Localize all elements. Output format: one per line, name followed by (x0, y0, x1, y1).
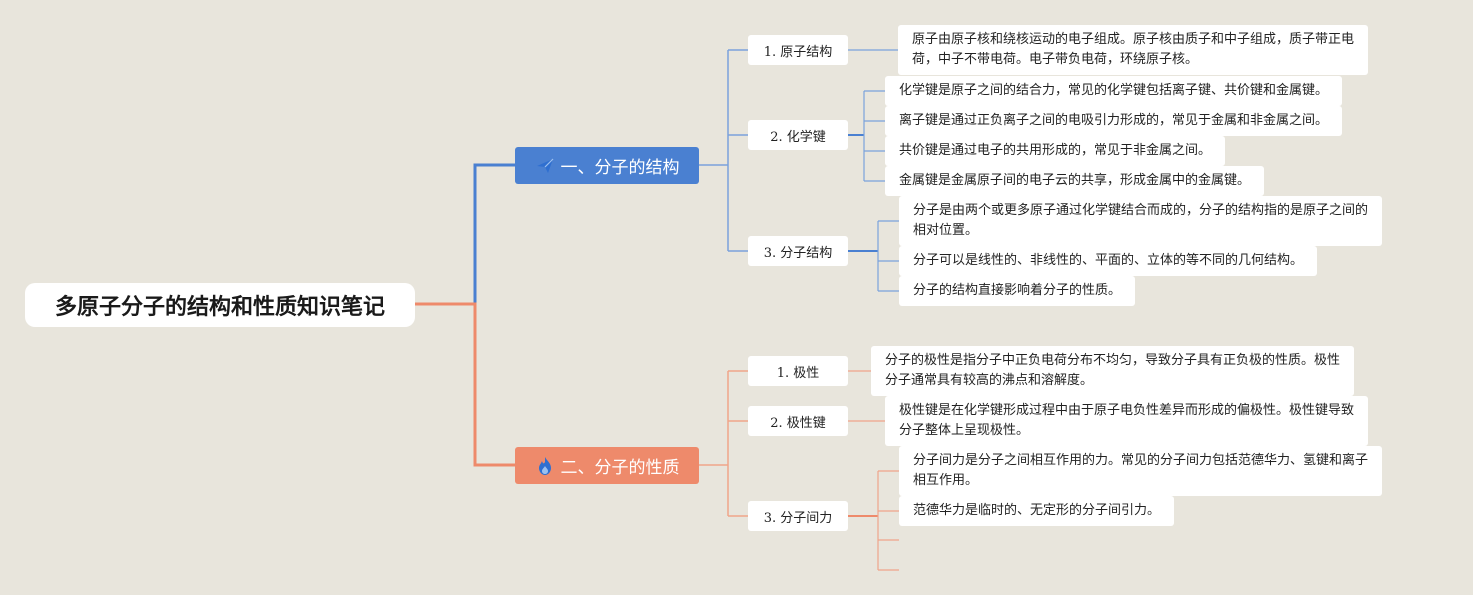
leaf-note-line: 相互作用。 (913, 473, 979, 488)
leaf-note-line: 原子由原子核和绕核运动的电子组成。原子核由质子和中子组成，质子带正电 (912, 32, 1355, 47)
root-topic[interactable]: 多原子分子的结构和性质知识笔记 (25, 283, 415, 327)
leaf-note-line: 分子整体上呈现极性。 (899, 423, 1030, 438)
leaf-note-line: 分子的极性是指分子中正负电荷分布不均匀，导致分子具有正负极的性质。极性 (885, 353, 1341, 368)
leaf-note-line: 分子间力是分子之间相互作用的力。常见的分子间力包括范德华力、氢键和离子 (913, 453, 1369, 468)
leaf-note-line: 分子的结构直接影响着分子的性质。 (913, 283, 1122, 298)
leaf-note[interactable]: 金属键是金属原子间的电子云的共享，形成金属中的金属键。 (885, 166, 1265, 196)
root-topic-label: 多原子分子的结构和性质知识笔记 (54, 295, 385, 320)
leaf-note[interactable]: 分子的结构直接影响着分子的性质。 (899, 276, 1136, 306)
subtopic-2-2[interactable]: 2. 极性键 (748, 406, 848, 436)
subtopic-1-1[interactable]: 1. 原子结构 (748, 35, 848, 65)
leaf-note[interactable]: 离子键是通过正负离子之间的电吸引力形成的，常见于金属和非金属之间。 (885, 106, 1343, 136)
leaf-note[interactable]: 分子间力是分子之间相互作用的力。常见的分子间力包括范德华力、氢键和离子相互作用。 (899, 446, 1383, 496)
leaf-note-line: 范德华力是临时的、无定形的分子间引力。 (913, 503, 1161, 518)
leaf-note-line: 分子可以是线性的、非线性的、平面的、立体的等不同的几何结构。 (913, 253, 1304, 268)
leaf-note[interactable]: 化学键是原子之间的结合力，常见的化学键包括离子键、共价键和金属键。 (885, 76, 1343, 106)
leaf-note[interactable]: 共价键是通过电子的共用形成的，常见于非金属之间。 (885, 136, 1226, 166)
leaf-note-line: 共价键是通过电子的共用形成的，常见于非金属之间。 (899, 143, 1212, 158)
leaf-note[interactable]: 分子可以是线性的、非线性的、平面的、立体的等不同的几何结构。 (899, 246, 1318, 276)
branch-topic-label: 二、分子的性质 (560, 458, 680, 478)
leaf-note[interactable]: 分子的极性是指分子中正负电荷分布不均匀，导致分子具有正负极的性质。极性分子通常具… (871, 346, 1355, 396)
leaf-note[interactable]: 范德华力是临时的、无定形的分子间引力。 (899, 496, 1175, 526)
leaf-note-line: 分子是由两个或更多原子通过化学键结合而成的，分子的结构指的是原子之间的 (913, 203, 1369, 218)
leaf-note-line: 化学键是原子之间的结合力，常见的化学键包括离子键、共价键和金属键。 (899, 83, 1329, 98)
branch-topic-label: 一、分子的结构 (560, 158, 680, 178)
subtopic-1-2[interactable]: 2. 化学键 (748, 120, 848, 150)
subtopic-1-3[interactable]: 3. 分子结构 (748, 236, 848, 266)
leaf-note-line: 相对位置。 (913, 223, 979, 238)
leaf-note-line: 金属键是金属原子间的电子云的共享，形成金属中的金属键。 (899, 173, 1251, 188)
subtopic-2-3[interactable]: 3. 分子间力 (748, 501, 848, 531)
branch-topic-1[interactable]: 一、分子的结构 (515, 147, 699, 184)
leaf-note-line: 荷，中子不带电荷。电子带负电荷，环绕原子核。 (912, 52, 1199, 67)
flame-icon (535, 456, 555, 476)
leaf-note-line: 分子通常具有较高的沸点和溶解度。 (885, 373, 1094, 388)
branch-topic-2[interactable]: 二、分子的性质 (515, 447, 699, 484)
leaf-note[interactable]: 分子是由两个或更多原子通过化学键结合而成的，分子的结构指的是原子之间的相对位置。 (899, 196, 1383, 246)
leaf-note-line: 离子键是通过正负离子之间的电吸引力形成的，常见于金属和非金属之间。 (899, 113, 1329, 128)
paper-plane-icon (535, 156, 555, 176)
subtopic-2-1[interactable]: 1. 极性 (748, 356, 848, 386)
leaf-note-line: 极性键是在化学键形成过程中由于原子电负性差异而形成的偏极性。极性键导致 (899, 403, 1355, 418)
leaf-note[interactable]: 极性键是在化学键形成过程中由于原子电负性差异而形成的偏极性。极性键导致分子整体上… (885, 396, 1369, 446)
leaf-note[interactable]: 原子由原子核和绕核运动的电子组成。原子核由质子和中子组成，质子带正电荷，中子不带… (898, 25, 1369, 75)
